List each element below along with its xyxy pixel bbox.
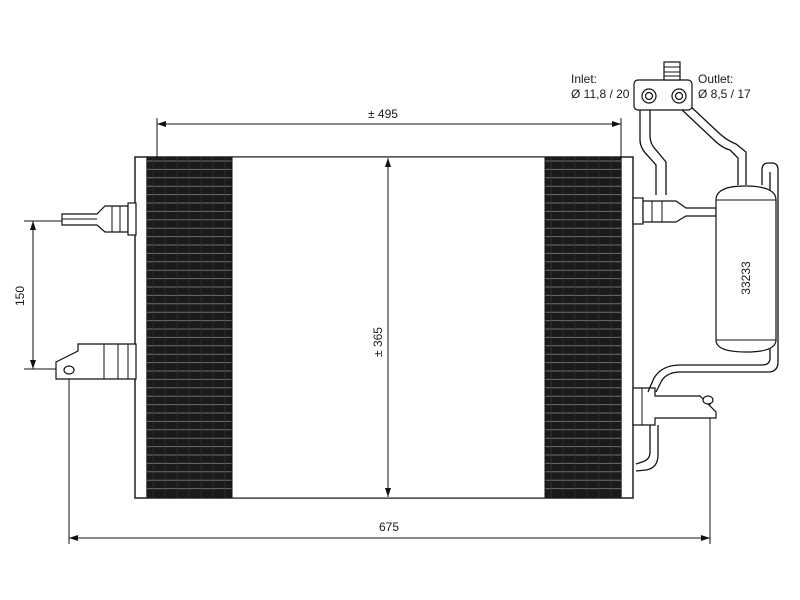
left-lower-bracket (55, 343, 137, 380)
dryer-part-number: 33233 (739, 261, 753, 295)
right-lower-bracket (632, 387, 717, 426)
outlet-size: Ø 8,5 / 17 (698, 87, 751, 101)
inlet-title: Inlet: (571, 72, 597, 86)
connector-block (633, 61, 693, 111)
receiver-dryer: 33233 (715, 185, 777, 353)
outlet-title: Outlet: (698, 72, 733, 86)
mount-hole-left (63, 365, 75, 375)
service-valve (663, 61, 681, 81)
overall-dimension-label: 675 (379, 520, 399, 534)
fin-block-right (545, 157, 621, 498)
fin-block-left (147, 157, 232, 498)
mount-dimension: 150 (13, 220, 62, 370)
refrigerant-pipes (635, 103, 779, 472)
mount-hole-right (702, 395, 714, 405)
height-dimension-label: ± 365 (371, 327, 385, 357)
width-dimension-label: ± 495 (368, 107, 398, 121)
inlet-size: Ø 11,8 / 20 (571, 87, 630, 101)
height-dimension: ± 365 (371, 158, 391, 497)
right-mid-connector (632, 197, 717, 225)
mount-dimension-label: 150 (13, 286, 27, 306)
width-dimension: ± 495 (156, 107, 622, 157)
overall-dimension: 675 (68, 378, 711, 544)
left-top-bracket (61, 202, 137, 236)
